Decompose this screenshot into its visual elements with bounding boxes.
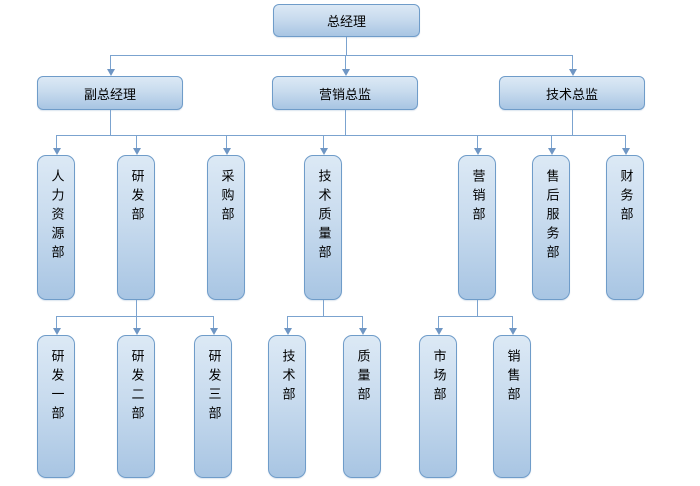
connector-line [110,55,573,56]
connector-line [287,316,363,317]
arrow-down-icon [319,148,328,155]
org-node-label: 营销总监 [318,87,371,103]
org-node-sales-dept: 销售部 [493,335,531,478]
org-node-label: 技术质量部 [315,169,331,264]
connector-line [572,56,573,69]
org-node-label: 财务部 [617,169,633,226]
org-node-tech-quality-dept: 技术质量部 [304,155,342,300]
org-node-marketing-director: 营销总监 [272,76,418,110]
arrow-down-icon [283,328,292,335]
connector-line [625,136,626,148]
org-node-general-manager: 总经理 [273,4,420,37]
connector-line [56,136,57,148]
connector-line [551,136,552,148]
arrow-down-icon [341,69,350,76]
connector-line [110,110,111,135]
org-node-quality-dept: 质量部 [343,335,381,478]
arrow-down-icon [222,148,231,155]
arrow-down-icon [132,328,141,335]
connector-line [56,316,214,317]
org-node-hr-dept: 人力资源部 [37,155,75,300]
arrow-down-icon [547,148,556,155]
org-node-rd-dept-1: 研发一部 [37,335,75,478]
connector-line [512,317,513,328]
connector-line [226,136,227,148]
org-node-finance-dept: 财务部 [606,155,644,300]
org-node-label: 研发一部 [48,349,64,425]
org-node-label: 副总经理 [83,87,136,103]
org-node-technical-dept: 技术部 [268,335,306,478]
connector-line [323,300,324,317]
org-node-label: 总经理 [326,15,366,30]
org-node-label: 质量部 [354,349,370,406]
arrow-down-icon [52,328,61,335]
connector-line [438,316,513,317]
arrow-down-icon [621,148,630,155]
org-node-label: 营销部 [469,169,485,226]
org-node-label: 研发三部 [205,349,221,425]
connector-line [136,300,137,317]
connector-line [110,56,111,69]
org-node-label: 技术总监 [545,87,598,103]
org-node-rd-dept: 研发部 [117,155,155,300]
org-node-marketing-dept: 营销部 [458,155,496,300]
org-node-label: 研发部 [128,169,144,226]
org-node-rd-dept-3: 研发三部 [194,335,232,478]
arrow-down-icon [568,69,577,76]
arrow-down-icon [434,328,443,335]
connector-line [56,317,57,328]
org-node-deputy-general-manager: 副总经理 [37,76,183,110]
org-node-label: 研发二部 [128,349,144,425]
org-node-label: 人力资源部 [48,169,64,264]
org-node-label: 市场部 [430,349,446,406]
org-node-purchasing-dept: 采购部 [207,155,245,300]
arrow-down-icon [106,69,115,76]
arrow-down-icon [209,328,218,335]
org-node-market-dept: 市场部 [419,335,457,478]
connector-line [438,317,439,328]
arrow-down-icon [473,148,482,155]
org-node-label: 销售部 [504,349,520,406]
connector-line [346,37,347,55]
arrow-down-icon [508,328,517,335]
org-node-label: 采购部 [218,169,234,226]
connector-line [362,317,363,328]
connector-line [572,110,573,135]
arrow-down-icon [132,148,141,155]
connector-line [136,317,137,328]
connector-line [345,110,346,135]
connector-line [323,136,324,148]
connector-line [345,56,346,69]
org-node-technical-director: 技术总监 [499,76,645,110]
org-node-rd-dept-2: 研发二部 [117,335,155,478]
connector-line [477,300,478,317]
connector-line [56,135,626,136]
connector-line [136,136,137,148]
org-node-label: 技术部 [279,349,295,406]
connector-line [213,317,214,328]
arrow-down-icon [358,328,367,335]
arrow-down-icon [52,148,61,155]
org-node-after-sales-service-dept: 售后服务部 [532,155,570,300]
connector-line [477,136,478,148]
connector-line [287,317,288,328]
org-node-label: 售后服务部 [543,169,559,264]
